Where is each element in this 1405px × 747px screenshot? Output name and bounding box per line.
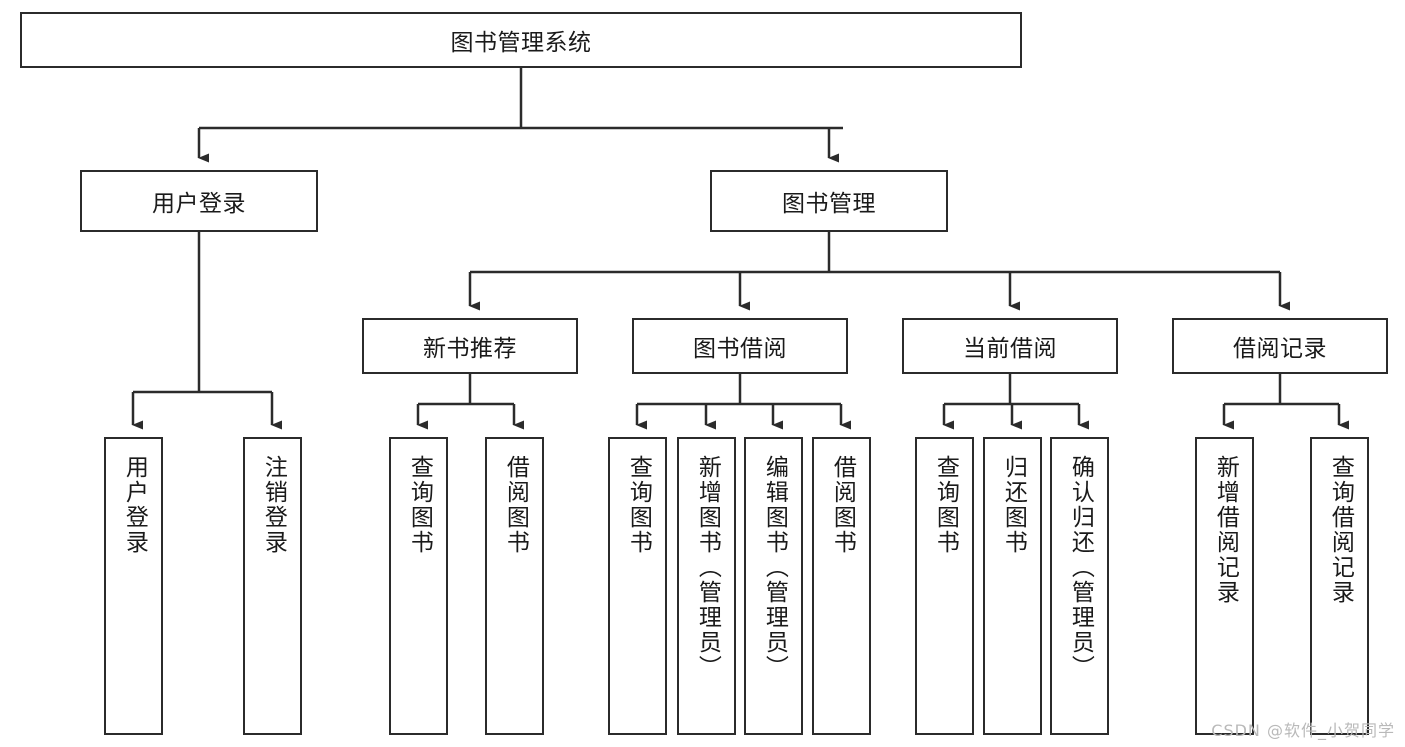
node-label: 用户登录 [152,191,246,217]
node-label: 新书推荐 [423,336,517,362]
node-label: 当前借阅 [963,336,1057,362]
node-label: 图书借阅 [693,336,787,362]
leaf-query-book-borrow[interactable]: 查询图书 [608,437,667,735]
leaf-confirm-return-admin[interactable]: 确认归还（管理员） [1050,437,1109,735]
leaf-logout[interactable]: 注销登录 [243,437,302,735]
node-borrow-record[interactable]: 借阅记录 [1172,318,1388,374]
leaf-add-borrow-record[interactable]: 新增借阅记录 [1195,437,1254,735]
node-label: 确认归还（管理员） [1067,455,1094,680]
node-label: 查询图书 [625,455,652,555]
node-label: 借阅图书 [502,455,529,555]
node-label: 新增图书（管理员） [694,455,721,680]
leaf-query-book-newbook[interactable]: 查询图书 [389,437,448,735]
watermark-text: CSDN @软件_小贺同学 [1211,721,1395,740]
node-label: 查询借阅记录 [1327,455,1354,605]
node-book-borrow[interactable]: 图书借阅 [632,318,848,374]
node-book-management[interactable]: 图书管理 [710,170,948,232]
node-label: 图书管理 [782,191,876,217]
leaf-query-book-current[interactable]: 查询图书 [915,437,974,735]
node-current-borrow[interactable]: 当前借阅 [902,318,1118,374]
leaf-edit-book-admin[interactable]: 编辑图书（管理员） [744,437,803,735]
node-root-system[interactable]: 图书管理系统 [20,12,1022,68]
leaf-borrow-book[interactable]: 借阅图书 [812,437,871,735]
node-label: 归还图书 [1000,455,1027,555]
node-label: 借阅图书 [829,455,856,555]
node-label: 查询图书 [932,455,959,555]
leaf-add-book-admin[interactable]: 新增图书（管理员） [677,437,736,735]
node-user-login[interactable]: 用户登录 [80,170,318,232]
node-label: 新增借阅记录 [1212,455,1239,605]
node-label: 用户登录 [121,455,148,555]
leaf-return-book[interactable]: 归还图书 [983,437,1042,735]
node-new-book-recommend[interactable]: 新书推荐 [362,318,578,374]
leaf-user-login[interactable]: 用户登录 [104,437,163,735]
node-label: 查询图书 [406,455,433,555]
node-label: 注销登录 [260,455,287,555]
node-label: 编辑图书（管理员） [761,455,788,680]
leaf-query-borrow-record[interactable]: 查询借阅记录 [1310,437,1369,735]
node-label: 图书管理系统 [450,30,592,56]
node-label: 借阅记录 [1233,336,1327,362]
leaf-borrow-book-newbook[interactable]: 借阅图书 [485,437,544,735]
